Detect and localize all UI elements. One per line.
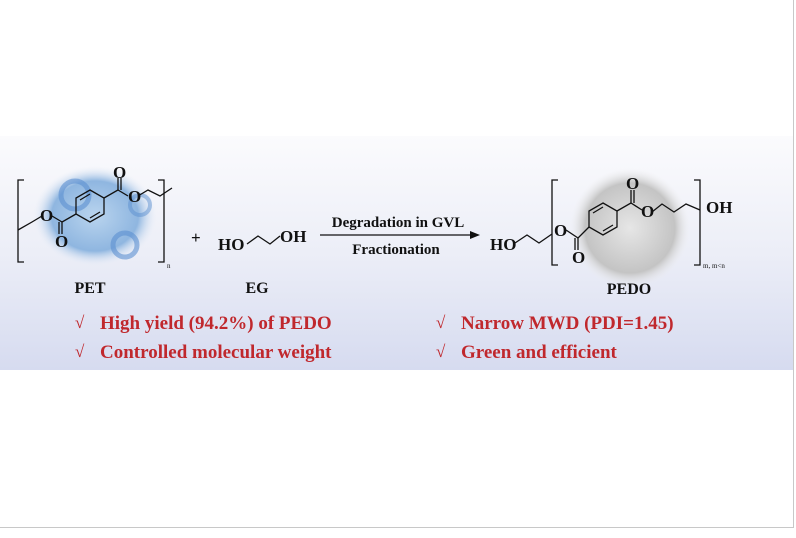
- svg-text:O: O: [113, 163, 126, 182]
- atom-o: O: [641, 202, 654, 221]
- pedo-label: PEDO: [607, 281, 651, 298]
- highlight-item: Narrow MWD (PDI=1.45): [461, 313, 674, 334]
- pedo-sphere-image: [570, 168, 690, 288]
- atom-o: O: [554, 221, 567, 240]
- pedo-oh: OH: [706, 198, 732, 217]
- atom-o: O: [572, 248, 585, 267]
- eg-oh: OH: [280, 227, 306, 246]
- plus-sign: +: [191, 228, 201, 247]
- highlight-item: High yield (94.2%) of PEDO: [100, 313, 332, 334]
- highlight-item: Controlled molecular weight: [100, 342, 332, 363]
- pet-structure: O O O O n PET: [17, 163, 173, 297]
- check-icon: √: [75, 342, 85, 361]
- condition-top: Degradation in GVL: [332, 215, 465, 231]
- eg-structure: HO OH EG: [218, 227, 306, 297]
- check-icon: √: [436, 342, 446, 361]
- condition-bottom: Fractionation: [352, 242, 440, 258]
- check-icon: √: [75, 313, 85, 332]
- check-icon: √: [436, 313, 446, 332]
- pedo-ho: HO: [490, 235, 516, 254]
- pet-subscript: n: [167, 262, 171, 270]
- svg-text:O: O: [128, 187, 141, 206]
- svg-text:O: O: [40, 206, 53, 225]
- highlights: √ High yield (94.2%) of PEDO √ Controlle…: [75, 313, 674, 363]
- reaction-arrow: Degradation in GVL Fractionation: [320, 215, 480, 258]
- atom-o: O: [626, 174, 639, 193]
- figure-frame: [0, 0, 794, 528]
- eg-label: EG: [245, 280, 269, 297]
- pet-label: PET: [74, 280, 105, 297]
- svg-text:O: O: [55, 232, 68, 251]
- pedo-subscript: m, m<n: [703, 262, 725, 270]
- eg-ho: HO: [218, 235, 244, 254]
- pedo-structure: HO O O O O OH m, m<n PEDO: [490, 168, 732, 298]
- highlight-item: Green and efficient: [461, 342, 618, 363]
